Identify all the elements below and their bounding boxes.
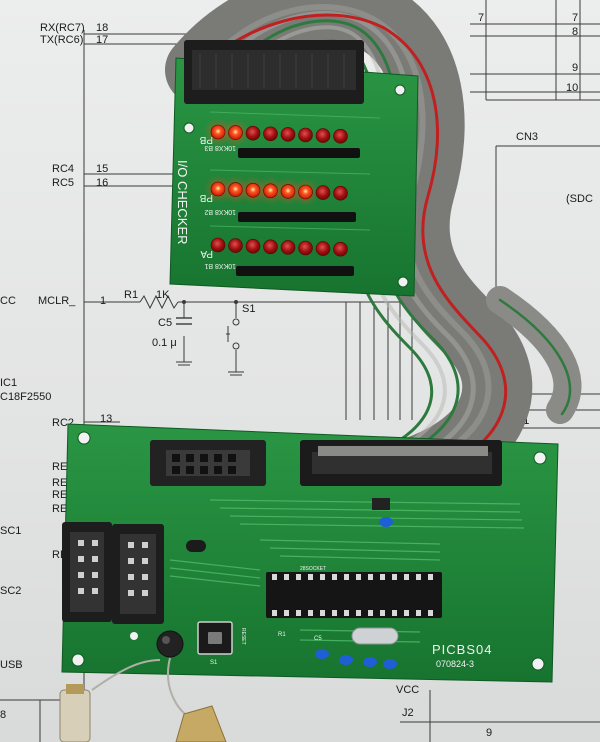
label-c5-value: 0.1 μ [152,337,177,349]
led-off [333,128,348,144]
banana-plug-left [59,689,91,742]
capacitor-symbol [176,317,192,325]
led-off [333,185,348,201]
resistor-array-b2 [238,212,356,222]
pin-num-18: 18 [96,22,108,34]
pin-name-rx: RX(RC7) [40,22,85,34]
board-name: PICBS04 [432,642,492,657]
led-off [280,240,296,255]
picbs04-board: 28SOCKET S1 RESET R1 C5 PICBS04 070824-3 [61,423,559,683]
right-label-cn3: CN3 [516,131,538,143]
label-r1: R1 [124,289,138,301]
board-date: 070824-3 [436,659,474,669]
c-label: C5 [314,636,322,642]
connector-label-b3: 10KX8 B3 [204,144,236,151]
led-rows [204,118,348,257]
led-off [228,238,243,253]
ceramic-caps [315,517,397,669]
edge-label-c18f: C18F2550 [0,391,51,403]
electrolytic-capacitor [156,630,184,658]
edge-label-8: 8 [0,709,6,721]
connector-label-b1: 10KX8 B1 [204,262,236,269]
right-label-9: 9 [572,62,578,74]
reset-label: RESET [240,628,246,645]
schematic-text: RX(RC7) 18 TX(RC6) 17 RC4 15 RC5 16 MCLR… [0,12,593,739]
right-label-7a: 7 [478,12,484,24]
resistor-array-b3 [238,148,360,158]
pin-num-16: 16 [96,177,108,189]
pin-name-tx: TX(RC6) [40,34,83,46]
led-off [263,126,278,142]
edge-label-cc: CC [0,295,16,307]
port-label-row3: PA [200,248,213,259]
switch-label: S1 [210,660,218,666]
right-label-7b: 7 [572,12,578,24]
edge-label-ic1: IC1 [0,377,17,389]
ground-symbols [176,361,244,376]
edge-label-re1: RE [52,461,67,473]
led-on [298,184,313,200]
led-off [333,241,348,257]
pin-num-1: 1 [100,295,106,307]
right-label-10: 10 [566,82,578,94]
switch-symbol [226,318,240,350]
led-off [298,240,313,256]
edge-label-re3: RE [52,489,67,501]
alligator-clip [175,705,227,742]
label-j2: J2 [402,707,414,719]
pin-name-rc4: RC4 [52,163,74,175]
io-checker-board: I/O CHECKER 10KX8 B3 10KX8 B2 10KX8 B1 P… [169,40,419,297]
led-off [298,127,313,143]
connector-label-b2: 10KX8 B2 [204,208,236,215]
right-label-8: 8 [572,26,578,38]
edge-label-sc1: SC1 [0,525,21,537]
dip28-socket [266,572,442,618]
led-off [210,237,226,253]
r-label: R1 [278,632,286,638]
resistor-symbol [139,294,179,310]
socket-label: 28SOCKET [300,566,326,572]
edge-label-re4: RE [52,503,67,515]
edge-label-sc2: SC2 [0,585,21,597]
label-vcc: VCC [396,684,419,696]
crystal [351,627,399,645]
pin-num-15: 15 [96,163,108,175]
led-on [228,125,243,140]
led-off [280,127,296,142]
led-off [315,185,331,200]
pin-name-rc5: RC5 [52,177,74,189]
io-checker-title: I/O CHECKER [175,160,190,245]
test-leads [59,657,227,742]
led-off [315,128,331,143]
label-r1-value: 1K [156,289,170,301]
pin-num-17: 17 [96,34,108,46]
pin-num-13: 13 [100,413,112,425]
led-off [245,125,261,141]
pin-name-mclr: MCLR_ [38,295,76,307]
led-off [315,241,331,256]
right-label-sdc: (SDC [566,193,593,205]
edge-label-re2: RE [52,477,67,489]
label-c5: C5 [158,317,172,329]
led-off [245,238,261,254]
label-s1: S1 [242,303,255,315]
edge-label-usb: USB [0,659,23,671]
port-label-row1: PB [199,134,213,145]
led-off [263,239,278,255]
label-pin9: 9 [486,727,492,739]
port-label-row2: PB [199,192,213,203]
resistor-array-b1 [236,266,354,276]
